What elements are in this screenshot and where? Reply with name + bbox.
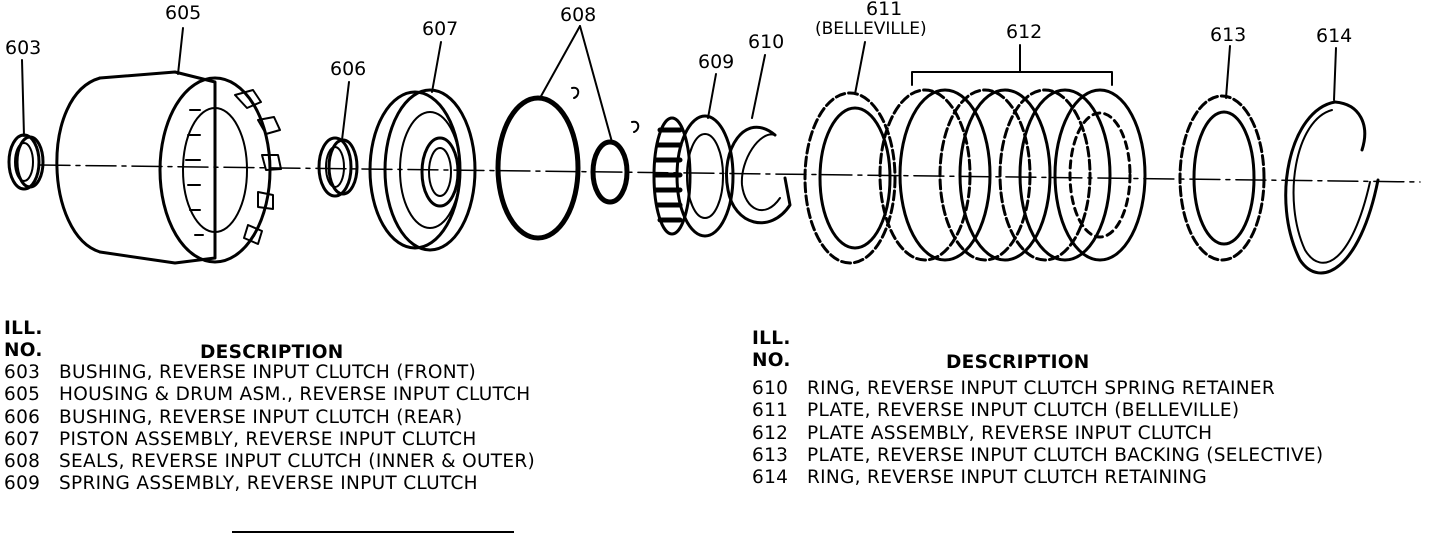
legend-right-ill: ILL. bbox=[752, 328, 791, 349]
callout-606: 606 bbox=[330, 58, 367, 80]
legend-row-number: 608 bbox=[4, 451, 41, 473]
legend-left-no: NO. bbox=[4, 340, 43, 361]
legend-row-text: SPRING ASSEMBLY, REVERSE INPUT CLUTCH bbox=[59, 473, 478, 495]
callout-611-belleville: (BELLEVILLE) bbox=[815, 19, 927, 39]
legend-row: 613 PLATE, REVERSE INPUT CLUTCH BACKING (… bbox=[752, 445, 1432, 467]
part-614-retaining-ring bbox=[1284, 100, 1380, 275]
leader-610 bbox=[751, 54, 766, 119]
legend-row-text: PLATE, REVERSE INPUT CLUTCH (BELLEVILLE) bbox=[807, 400, 1240, 422]
legend-row-text: HOUSING & DRUM ASM., REVERSE INPUT CLUTC… bbox=[59, 384, 531, 406]
legend-row: 608 SEALS, REVERSE INPUT CLUTCH (INNER & … bbox=[4, 451, 724, 473]
legend-left-rows: 603 BUSHING, REVERSE INPUT CLUTCH (FRONT)… bbox=[4, 362, 724, 496]
bracket-612 bbox=[911, 71, 1113, 86]
legend-row-number: 609 bbox=[4, 473, 41, 495]
callout-605: 605 bbox=[165, 2, 202, 24]
legend-row-number: 610 bbox=[752, 378, 789, 399]
part-609-spring-assembly bbox=[652, 114, 735, 238]
leader-609 bbox=[707, 73, 717, 119]
leader-614 bbox=[1333, 47, 1337, 101]
legend-row-text: SEALS, REVERSE INPUT CLUTCH (INNER & OUT… bbox=[59, 451, 536, 473]
leader-608b bbox=[579, 25, 613, 143]
legend-right-description-heading: DESCRIPTION bbox=[946, 352, 1090, 373]
legend-row-text: PISTON ASSEMBLY, REVERSE INPUT CLUTCH bbox=[59, 428, 477, 450]
leader-606 bbox=[341, 81, 350, 141]
legend-row-number: 614 bbox=[752, 467, 789, 489]
callout-610: 610 bbox=[748, 31, 785, 53]
legend-row: 614 RING, REVERSE INPUT CLUTCH RETAINING bbox=[752, 467, 1432, 489]
legend-row: 611 PLATE, REVERSE INPUT CLUTCH (BELLEVIL… bbox=[752, 400, 1432, 422]
legend-left-description-heading: DESCRIPTION bbox=[200, 342, 344, 363]
part-613-backing-plate bbox=[1178, 94, 1266, 262]
legend-row: 605 HOUSING & DRUM ASM., REVERSE INPUT CL… bbox=[4, 384, 724, 406]
callout-612: 612 bbox=[1006, 21, 1043, 43]
legend-row-text: PLATE ASSEMBLY, REVERSE INPUT CLUTCH bbox=[807, 422, 1213, 444]
leader-608a bbox=[539, 25, 581, 99]
callout-614: 614 bbox=[1316, 25, 1353, 47]
legend-row-text: BUSHING, REVERSE INPUT CLUTCH (FRONT) bbox=[59, 362, 477, 383]
leader-613 bbox=[1225, 45, 1231, 99]
exploded-view-diagram bbox=[7, 25, 1421, 275]
legend-row-number: 611 bbox=[752, 400, 789, 422]
legend-row: 610 RING, REVERSE INPUT CLUTCH SPRING RET… bbox=[752, 378, 1432, 400]
legend-row-text: RING, REVERSE INPUT CLUTCH RETAINING bbox=[807, 467, 1208, 489]
callout-613: 613 bbox=[1210, 24, 1247, 46]
part-612-plate-assembly bbox=[878, 88, 1147, 262]
legend-row: 607 PISTON ASSEMBLY, REVERSE INPUT CLUTCH bbox=[4, 429, 724, 451]
legend-right-no: NO. bbox=[752, 350, 791, 371]
part-610-spring-retainer-ring bbox=[725, 125, 792, 225]
leader-603 bbox=[21, 59, 25, 137]
part-607-piston-assembly bbox=[368, 88, 477, 252]
callout-608: 608 bbox=[560, 4, 597, 26]
callout-609: 609 bbox=[698, 51, 735, 73]
legend-left-ill: ILL. bbox=[4, 318, 43, 339]
leader-605 bbox=[177, 27, 184, 75]
callout-607: 607 bbox=[422, 18, 459, 40]
part-611-belleville-plate bbox=[803, 91, 897, 265]
callout-603: 603 bbox=[5, 37, 42, 59]
legend-row: 612 PLATE ASSEMBLY, REVERSE INPUT CLUTCH bbox=[752, 423, 1432, 445]
legend-row-number: 605 bbox=[4, 384, 41, 406]
part-608-seals bbox=[495, 86, 640, 241]
legend-row: 606 BUSHING, REVERSE INPUT CLUTCH (REAR) bbox=[4, 407, 724, 429]
legend-row: 609 SPRING ASSEMBLY, REVERSE INPUT CLUTCH bbox=[4, 473, 724, 495]
legend-row-number: 606 bbox=[4, 406, 41, 428]
part-606-rear-bushing bbox=[317, 136, 359, 198]
legend-row-text: PLATE, REVERSE INPUT CLUTCH BACKING (SEL… bbox=[807, 444, 1324, 466]
legend-row-text: BUSHING, REVERSE INPUT CLUTCH (REAR) bbox=[59, 406, 463, 428]
legend-row-number: 612 bbox=[752, 422, 789, 444]
legend-row-number: 613 bbox=[752, 444, 789, 466]
bottom-rule bbox=[232, 531, 514, 533]
part-605-housing-drum bbox=[55, 70, 282, 265]
legend-row: 603 BUSHING, REVERSE INPUT CLUTCH (FRONT) bbox=[4, 362, 724, 384]
leader-607 bbox=[431, 41, 442, 93]
part-603-front-bushing bbox=[7, 133, 45, 191]
leader-611 bbox=[854, 41, 866, 95]
legend-row-number: 607 bbox=[4, 428, 41, 450]
legend-row-text: RING, REVERSE INPUT CLUTCH SPRING RETAIN… bbox=[807, 378, 1276, 399]
legend-right-rows: 610 RING, REVERSE INPUT CLUTCH SPRING RET… bbox=[752, 378, 1432, 489]
legend-row-number: 603 bbox=[4, 362, 41, 383]
callout-611: 611 bbox=[866, 0, 903, 20]
